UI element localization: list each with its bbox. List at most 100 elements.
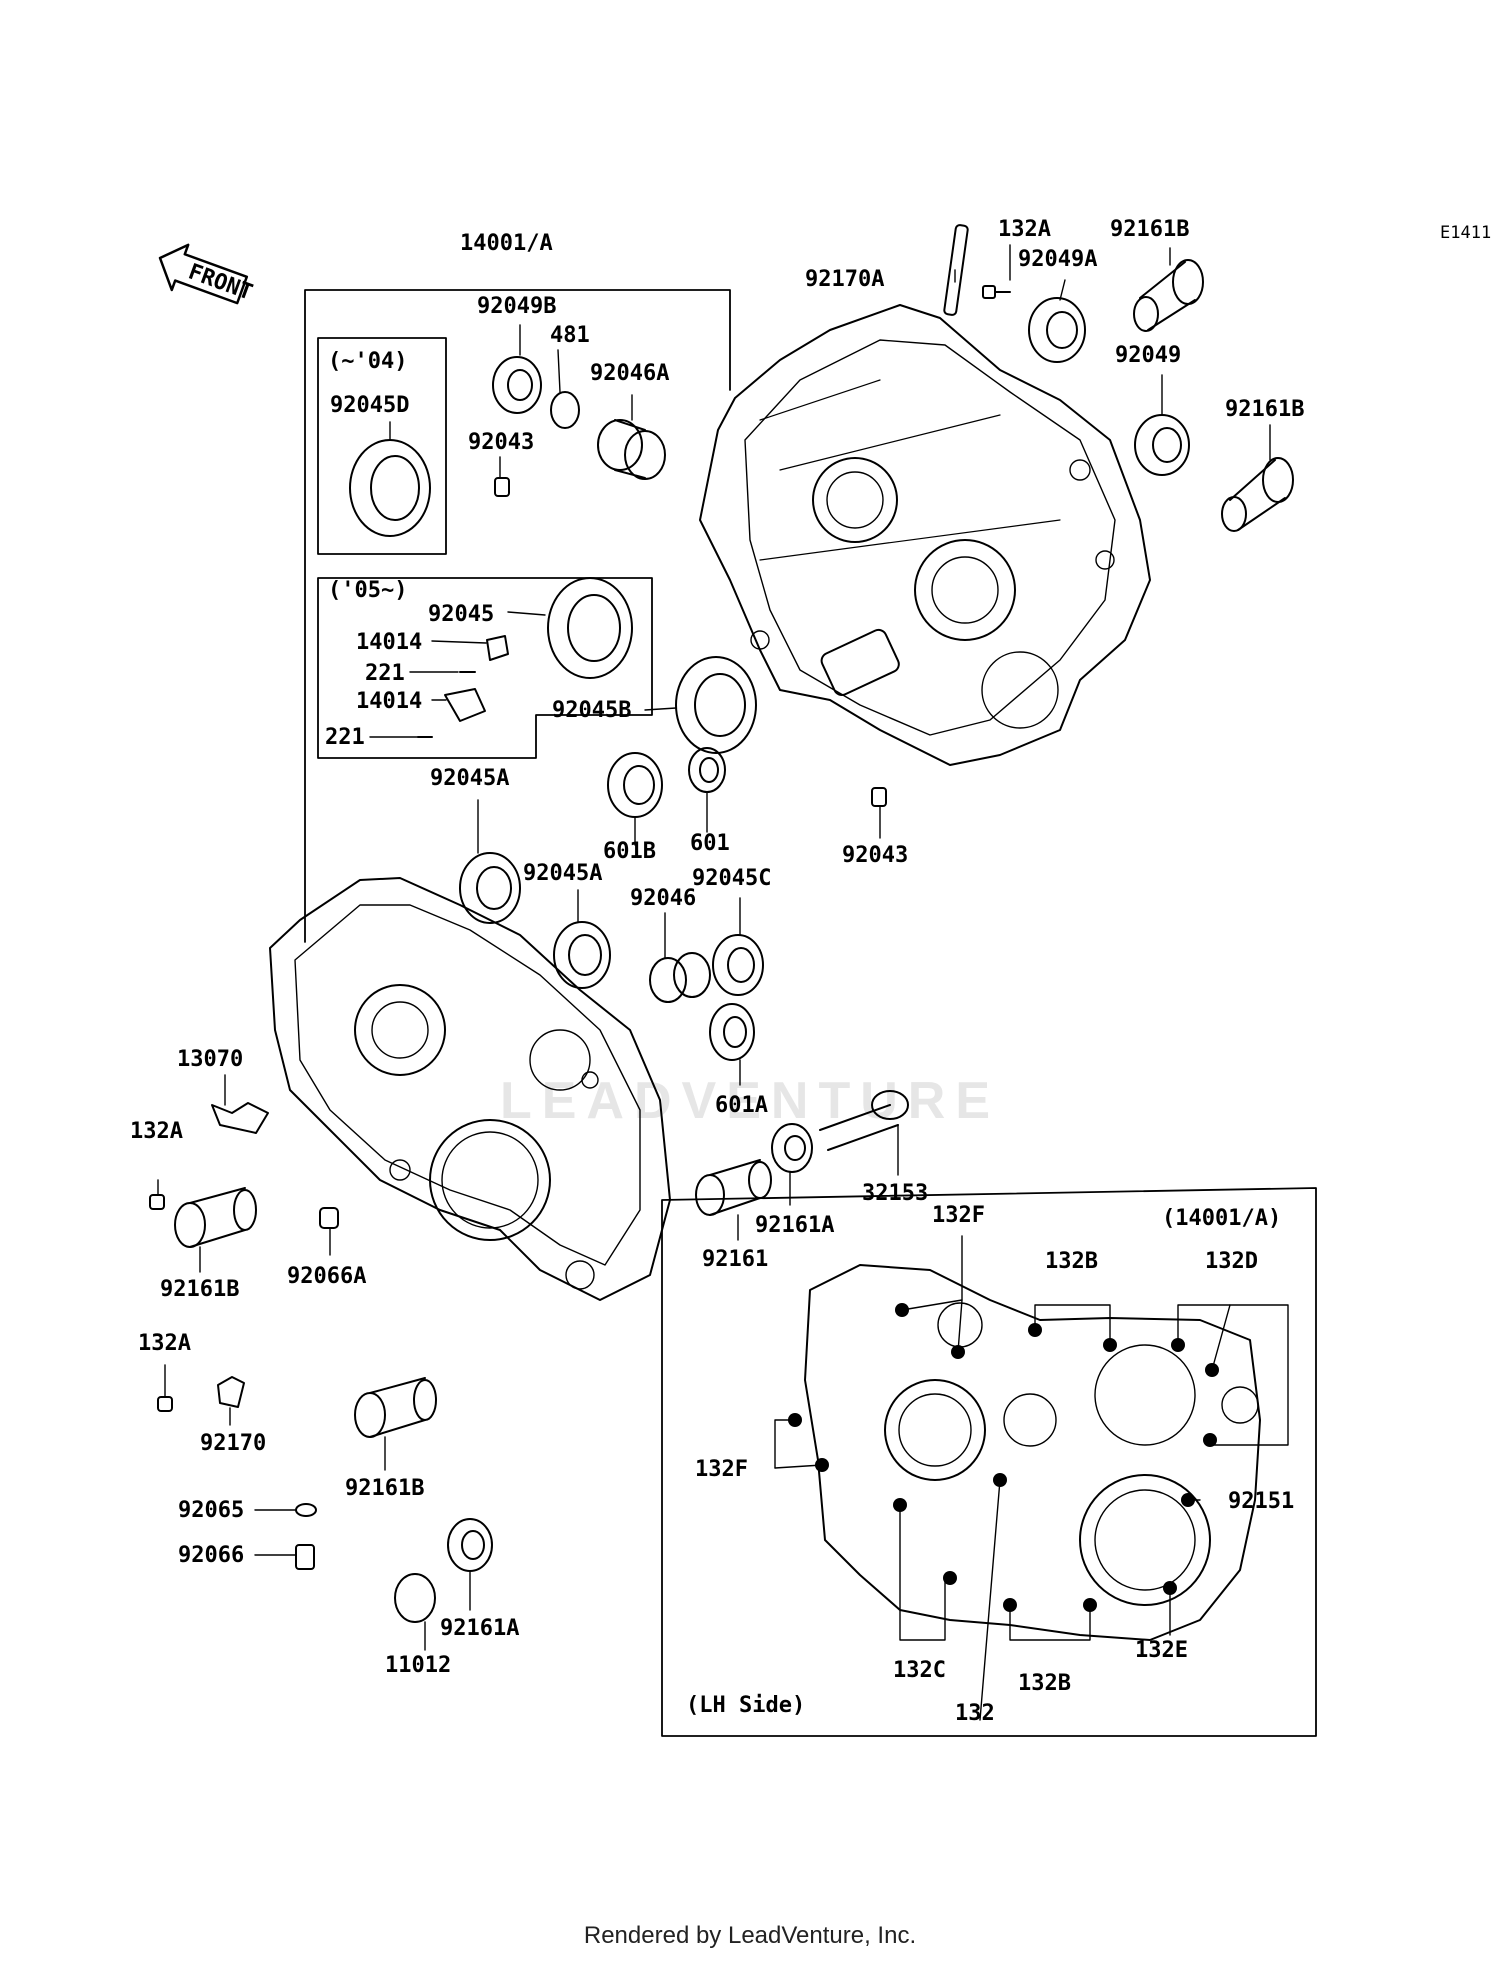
callout-132B-bot: 132B — [1018, 1671, 1071, 1696]
early-group-label: (~'04) — [328, 349, 407, 374]
callout-14014-a: 14014 — [356, 630, 422, 655]
bearing-92045C — [712, 934, 764, 996]
diagram-code: E1411 — [1440, 223, 1491, 243]
right-crankcase-half — [699, 304, 1151, 766]
bushing-92046A — [597, 419, 666, 480]
callout-601: 601 — [690, 831, 730, 856]
late-group-box — [317, 577, 653, 759]
callout-221-a: 221 — [365, 661, 405, 686]
callout-132C: 132C — [893, 1658, 946, 1683]
plate-14014-b — [444, 688, 486, 722]
callout-92045C: 92045C — [692, 866, 771, 891]
callout-14001A: 14001/A — [460, 231, 553, 256]
callout-132F-top: 132F — [932, 1203, 985, 1228]
seal-92161B-left — [174, 1187, 257, 1248]
lh-side-inset: (14001/A) (LH Side) — [661, 1187, 1317, 1737]
callout-92043-right: 92043 — [842, 843, 908, 868]
plate-92170A — [943, 224, 969, 316]
bearing-92049 — [1134, 414, 1190, 476]
callout-132D: 132D — [1205, 1249, 1258, 1274]
bearing-92045A-lower — [553, 921, 611, 989]
callout-132B-top: 132B — [1045, 1249, 1098, 1274]
bearing-92049B — [492, 356, 542, 414]
ring-481 — [550, 391, 580, 429]
small-parts — [149, 224, 1011, 1623]
bearing-92045A-upper — [459, 852, 521, 924]
callout-92049B: 92049B — [477, 294, 556, 319]
front-arrow-icon: FRONT — [158, 243, 256, 306]
callout-92161B-right: 92161B — [1225, 397, 1304, 422]
callout-92045A-1: 92045A — [430, 766, 509, 791]
callout-11012: 11012 — [385, 1653, 451, 1678]
callout-92066: 92066 — [178, 1543, 244, 1568]
plate-13070 — [211, 1102, 269, 1134]
callout-481: 481 — [550, 323, 590, 348]
seal-92161B-right — [1221, 457, 1294, 532]
bearing-601A — [709, 1003, 755, 1061]
inset-leaders — [774, 1235, 1289, 1721]
callout-92065: 92065 — [178, 1498, 244, 1523]
callout-92045: 92045 — [428, 602, 494, 627]
callout-92151: 92151 — [1228, 1489, 1294, 1514]
callout-601B: 601B — [603, 839, 656, 864]
plate-14014-a — [486, 635, 509, 661]
callout-92045D: 92045D — [330, 393, 409, 418]
inset-assembly-label: (14001/A) — [1162, 1206, 1281, 1231]
callout-92161A-2: 92161A — [440, 1616, 519, 1641]
callout-601A: 601A — [715, 1093, 768, 1118]
callout-221-b: 221 — [325, 725, 365, 750]
callout-132A-top: 132A — [998, 217, 1051, 242]
seals — [174, 259, 1294, 1438]
callout-92049: 92049 — [1115, 343, 1181, 368]
callout-92170: 92170 — [200, 1431, 266, 1456]
callout-92170A: 92170A — [805, 267, 884, 292]
seal-92161B-low — [354, 1377, 437, 1438]
callout-132: 132 — [955, 1701, 995, 1726]
callout-132A-low: 132A — [138, 1331, 191, 1356]
callout-92161: 92161 — [702, 1247, 768, 1272]
callout-132A-mid: 132A — [130, 1119, 183, 1144]
inset-side-label: (LH Side) — [686, 1693, 805, 1718]
plug-92066A — [319, 1207, 339, 1229]
bearing-92049A — [1028, 297, 1086, 363]
pipe-32153 — [819, 1090, 909, 1151]
inset-frame — [661, 1187, 1317, 1737]
leader-lines — [157, 244, 1271, 1651]
callout-32153: 32153 — [862, 1181, 928, 1206]
callout-92161B-top: 92161B — [1110, 217, 1189, 242]
bracket-92170 — [217, 1376, 245, 1408]
bolt-132A-low — [157, 1396, 173, 1412]
callout-92046: 92046 — [630, 886, 696, 911]
plug-92066 — [295, 1544, 315, 1570]
washer-92065 — [295, 1503, 317, 1517]
callout-92161B-l: 92161B — [160, 1277, 239, 1302]
assembly-bracket-line — [304, 289, 731, 943]
left-crankcase-half — [269, 877, 671, 1301]
bearing-92045B — [675, 656, 757, 754]
callout-132E: 132E — [1135, 1638, 1188, 1663]
callout-92046A: 92046A — [590, 361, 669, 386]
bolt-dots — [788, 1303, 1219, 1612]
bearing-92161A-1 — [771, 1123, 813, 1173]
cap-11012 — [394, 1573, 436, 1623]
bearing-92045 — [547, 577, 633, 679]
seal-92161 — [695, 1159, 772, 1216]
bearing-601B — [607, 752, 663, 818]
callout-92045A-2: 92045A — [523, 861, 602, 886]
callout-92045B: 92045B — [552, 698, 631, 723]
bearing-601 — [688, 747, 726, 793]
callout-labels: 14001/A 132A 92161B 92170A 92049A 92049B… — [130, 217, 1304, 1726]
callout-92049A: 92049A — [1018, 247, 1097, 272]
callout-132F-left: 132F — [695, 1457, 748, 1482]
callout-92043-top: 92043 — [468, 430, 534, 455]
bearing-92045D — [349, 439, 431, 537]
bolt-132A-mid — [149, 1194, 165, 1210]
dowel-92043-right — [871, 787, 887, 807]
dowel-92043-top — [494, 477, 510, 497]
callout-92161A-1: 92161A — [755, 1213, 834, 1238]
footer-credit: Rendered by LeadVenture, Inc. — [583, 1922, 917, 1949]
callout-92066A: 92066A — [287, 1264, 366, 1289]
bearing-92161A-2 — [447, 1518, 493, 1572]
